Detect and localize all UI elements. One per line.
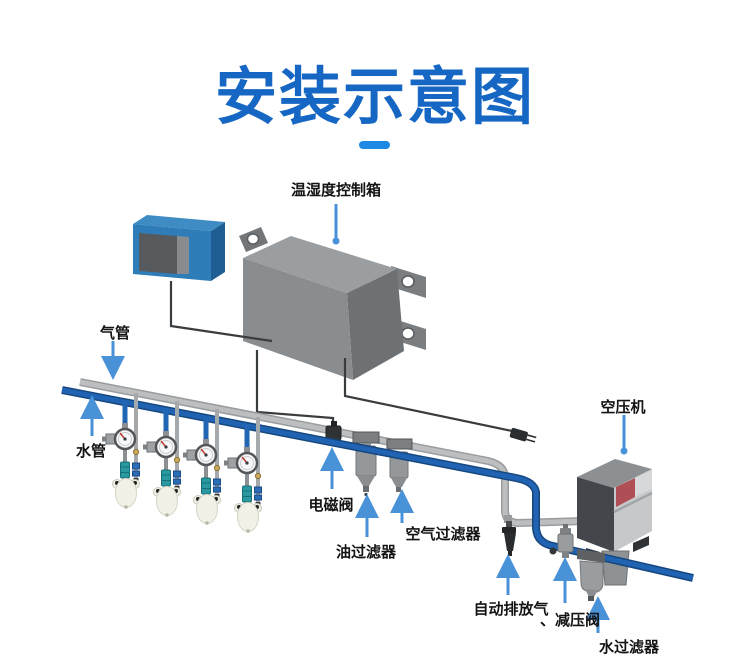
label-water-pipe: 水管 <box>75 443 107 460</box>
label-pressure-reducing-valve-text: 减压阀 <box>555 612 601 629</box>
label-air-pipe: 气管 <box>99 325 131 342</box>
compressor-display-panel <box>616 478 635 507</box>
title-underline <box>359 141 390 149</box>
label-separator: 、 <box>540 612 556 629</box>
label-control-box: 温湿度控制箱 <box>290 182 382 199</box>
label-solenoid-valve: 电磁阀 <box>308 497 354 514</box>
pressure-reducing-valve-device <box>549 524 574 558</box>
spray-nozzle-assembly-2 <box>143 401 181 517</box>
spray-nozzle-assembly-4 <box>224 417 262 533</box>
label-pressure-reducing-valve: 、减压阀 <box>540 609 600 630</box>
label-water-filter: 水过滤器 <box>598 639 660 656</box>
water-filter-device <box>577 549 605 601</box>
water-pipe-line <box>61 386 694 582</box>
spray-nozzle-assembly-1 <box>102 393 140 509</box>
blue-control-unit <box>133 215 225 281</box>
arrow-dot-control-box <box>332 237 340 245</box>
spray-nozzle-assembly-3 <box>183 409 221 525</box>
air-pipe-line <box>79 378 587 528</box>
oil-filter-device <box>352 431 380 497</box>
label-air-filter: 空气过滤器 <box>405 526 481 543</box>
page-title: 安装示意图 <box>214 63 535 132</box>
temp-humidity-control-box <box>243 236 404 380</box>
label-air-compressor: 空压机 <box>600 399 646 416</box>
blue-unit-wire <box>169 281 273 343</box>
label-auto-drain: 自动排放气 <box>473 601 549 618</box>
solenoid-valve-device <box>325 421 342 441</box>
power-cord <box>343 358 518 434</box>
power-plug <box>509 427 537 443</box>
air-filter-device <box>386 438 413 492</box>
arrow-dot-compressor <box>620 447 628 455</box>
label-arrows <box>80 204 626 633</box>
auto-drain-device <box>502 515 516 556</box>
label-oil-filter: 油过滤器 <box>335 544 397 561</box>
